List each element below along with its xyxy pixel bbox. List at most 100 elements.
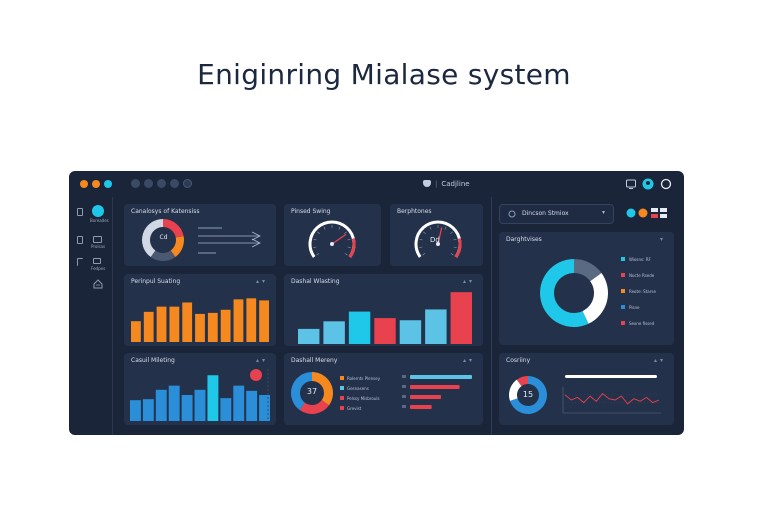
toolbar-button-4[interactable] bbox=[170, 179, 179, 188]
status-dropdown-label: Dincson Stmiox bbox=[522, 210, 569, 217]
donut-slice bbox=[299, 400, 329, 414]
gauge-tick bbox=[453, 246, 457, 248]
gauge-tick bbox=[317, 231, 320, 235]
sidebar-item-label: Fedpes bbox=[91, 266, 106, 271]
cyan-status-icon[interactable] bbox=[626, 208, 636, 218]
legend-swatch bbox=[621, 321, 625, 325]
hbar-marker bbox=[402, 405, 406, 408]
bar bbox=[195, 313, 205, 342]
titlebar-center: |Cadjline bbox=[423, 178, 513, 190]
window-dot-cyan[interactable] bbox=[104, 180, 112, 188]
legend-swatch bbox=[340, 386, 344, 390]
panel-trend[interactable]: Cosriiny ▴▾ 15 bbox=[499, 353, 674, 425]
gauge-tick bbox=[344, 231, 347, 235]
gauge-tick bbox=[344, 253, 348, 256]
bar bbox=[220, 309, 231, 342]
sidebar-item-1[interactable]: Boreades bbox=[77, 205, 111, 223]
gauge-tick bbox=[347, 246, 351, 248]
window-dot-amber[interactable] bbox=[92, 180, 100, 188]
breakdown-donut-chart bbox=[291, 372, 333, 414]
trend-donut-chart bbox=[509, 376, 547, 414]
panel-bars-orange[interactable]: Perinpul Suating ▴▾ bbox=[124, 274, 276, 346]
legend-swatch bbox=[621, 305, 625, 309]
mixed-bar-chart bbox=[298, 292, 472, 344]
legend-label: Wiosns: RF bbox=[629, 257, 652, 262]
bar bbox=[233, 299, 244, 342]
toolbar-button-5[interactable] bbox=[183, 179, 192, 188]
panel-menu-icon[interactable]: ▴▾ bbox=[462, 278, 475, 285]
bar bbox=[374, 318, 396, 344]
orange-status-icon[interactable] bbox=[638, 208, 648, 218]
panel-menu-icon[interactable]: ▴▾ bbox=[255, 278, 268, 285]
panel-menu-icon[interactable]: ▴▾ bbox=[255, 357, 268, 364]
panel-menu-icon[interactable]: ▴▾ bbox=[653, 357, 666, 364]
bar bbox=[425, 309, 447, 344]
panel-gauge-1[interactable]: Pinsed Swing bbox=[284, 204, 381, 266]
gauge-tick bbox=[422, 253, 426, 256]
donut-slice bbox=[312, 372, 333, 406]
panel-menu-icon[interactable]: ▴▾ bbox=[462, 357, 475, 364]
chart-icon bbox=[93, 258, 101, 264]
donut-slice bbox=[509, 379, 522, 401]
toolbar-button-3[interactable] bbox=[157, 179, 166, 188]
bar bbox=[155, 389, 167, 421]
panel-title: Casuil Mileting bbox=[131, 357, 175, 364]
report-grid-icon[interactable] bbox=[650, 207, 670, 219]
gauge-warning-zone bbox=[348, 238, 356, 258]
gauge-hub bbox=[330, 242, 334, 246]
legend-label: Rolernts Plensey bbox=[347, 376, 381, 381]
sidebar-item-label: Prolsas bbox=[91, 244, 106, 249]
gauge-tick bbox=[316, 253, 320, 256]
gauge-2-chart bbox=[414, 220, 462, 258]
trend-donut-value: 15 bbox=[522, 390, 534, 399]
trend-progress-bar bbox=[565, 375, 657, 378]
user-badge-icon bbox=[92, 205, 104, 217]
trend-line-chart bbox=[562, 375, 661, 414]
gauge-tick bbox=[323, 226, 326, 230]
panel-menu-icon[interactable]: ▾ bbox=[659, 236, 666, 243]
legend-swatch bbox=[340, 406, 344, 410]
bar bbox=[246, 390, 258, 421]
sidebar-item-3[interactable]: Fedpes bbox=[77, 257, 111, 271]
donut-slice bbox=[170, 236, 184, 257]
bar bbox=[259, 300, 269, 342]
panel-bars-blue[interactable]: Casuil Mileting ▴▾ bbox=[124, 353, 276, 425]
panel-bars-mixed[interactable]: Dashal Wlasting ▴▾ bbox=[284, 274, 483, 346]
sidebar-item-2[interactable]: Prolsas bbox=[77, 235, 111, 249]
toolbar-button-2[interactable] bbox=[144, 179, 153, 188]
gauge-hub bbox=[436, 242, 440, 246]
donut-slice bbox=[291, 372, 312, 410]
hbar-marker bbox=[402, 375, 406, 378]
legend-label: Pelssy Misbrouls bbox=[347, 396, 380, 401]
alert-marker bbox=[250, 369, 262, 381]
status-dropdown[interactable]: Dincson Stmiox ▾ bbox=[499, 204, 614, 224]
bar bbox=[207, 312, 218, 342]
monitor-icon[interactable] bbox=[625, 178, 637, 190]
panel-title: Perinpul Suating bbox=[131, 278, 181, 285]
sidebar-item-4[interactable] bbox=[77, 279, 111, 293]
bar bbox=[246, 298, 257, 342]
hbar-marker bbox=[402, 385, 406, 388]
blue-bar-chart bbox=[130, 369, 270, 421]
bar bbox=[298, 328, 320, 344]
toolbar-button-1[interactable] bbox=[131, 179, 140, 188]
distribution-donut-chart bbox=[540, 259, 608, 327]
donut-slice bbox=[163, 219, 184, 238]
sidebar-item-label: Boreades bbox=[90, 218, 109, 223]
panel-overview[interactable]: Canalosys of Katensiss Cd bbox=[124, 204, 276, 266]
panel-gauge-2[interactable]: Berphtones Dd bbox=[390, 204, 483, 266]
user-avatar-icon[interactable] bbox=[642, 178, 654, 190]
gauge-warning-zone bbox=[454, 238, 462, 258]
panel-title: Dashall Mereny bbox=[291, 357, 338, 364]
power-icon[interactable] bbox=[660, 178, 672, 190]
hbar bbox=[410, 385, 460, 389]
donut-slice bbox=[582, 273, 608, 324]
gauge-tick bbox=[347, 238, 351, 241]
window-dot-orange[interactable] bbox=[80, 180, 88, 188]
bar bbox=[142, 399, 154, 421]
donut-slice bbox=[516, 376, 528, 387]
